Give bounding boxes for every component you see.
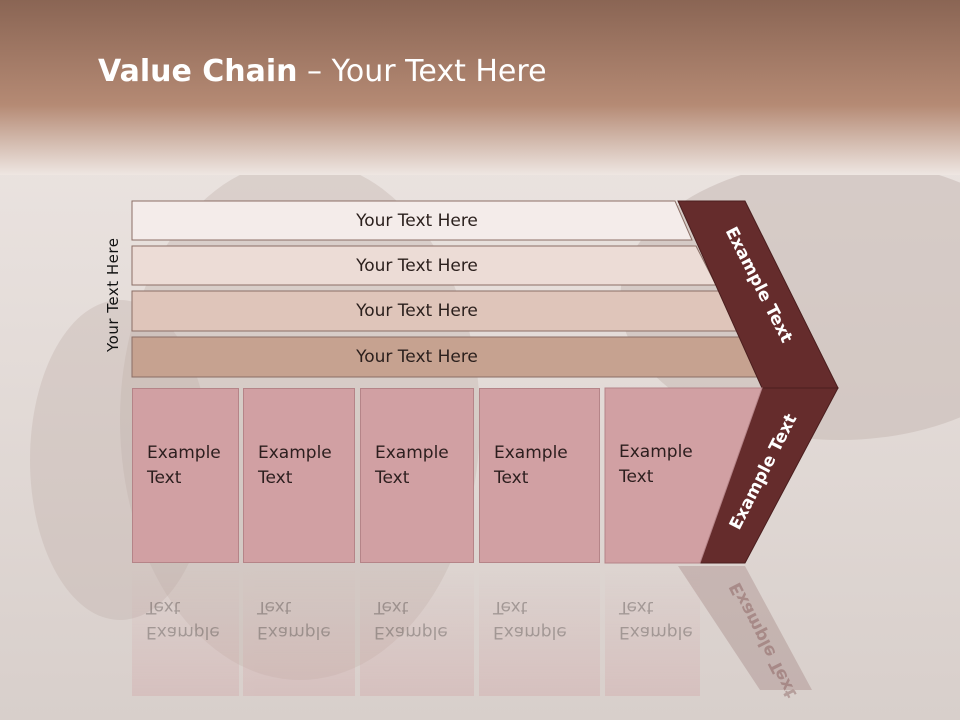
chevron-reflection: [678, 566, 812, 690]
bar-shape-1: [131, 200, 693, 241]
page-title: Value Chain – Your Text Here: [98, 54, 547, 89]
box-shape-5: [604, 387, 763, 564]
